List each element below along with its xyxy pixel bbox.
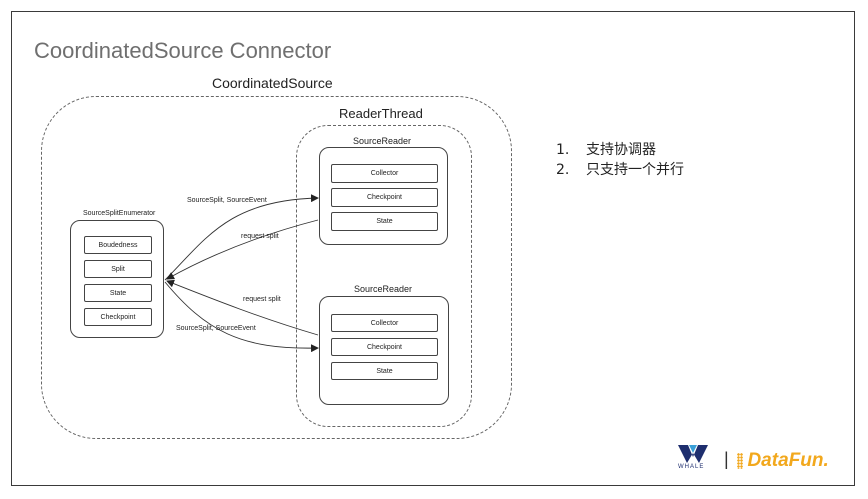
source-reader-1-label: SourceReader (353, 136, 412, 146)
checkpoint-box: Checkpoint (84, 308, 152, 326)
coordinated-source-label: CoordinatedSource (212, 75, 333, 91)
edge-label-to-reader-1: SourceSplit, SourceEvent (187, 197, 267, 204)
reader-thread-container (296, 125, 472, 427)
slide-title: CoordinatedSource Connector (34, 38, 332, 63)
edge-label-from-reader-2: request split (243, 296, 281, 303)
datafun-logo-text: DataFun. (747, 450, 829, 471)
whale-logo-text: WHALE (678, 464, 705, 470)
whale-logo: WHALE (676, 445, 710, 475)
datafun-logo: DataFun. (737, 450, 829, 474)
reader-2-collector-box: Collector (331, 314, 438, 332)
note-number: 2. (556, 162, 570, 178)
note-item: 2. 只支持一个并行 (556, 160, 684, 180)
reader-2-state-box: State (331, 362, 438, 380)
reader-thread-label: ReaderThread (339, 106, 423, 121)
reader-2-checkpoint-box: Checkpoint (331, 338, 438, 356)
logo-separator: | (724, 449, 729, 469)
boudedness-box: Boudedness (84, 236, 152, 254)
arrow-from-reader-2 (166, 279, 319, 336)
arrow-to-reader-2 (164, 281, 319, 353)
arrow-from-reader-1 (166, 219, 319, 280)
reader-1-state-box: State (331, 212, 438, 231)
split-box: Split (84, 260, 152, 278)
whale-logo-mark-icon (678, 445, 708, 463)
note-text: 支持协调器 (586, 142, 656, 158)
edge-label-to-reader-2: SourceSplit, SourceEvent (176, 325, 256, 332)
arrow-to-reader-1 (164, 194, 319, 281)
edge-label-from-reader-1: request split (241, 233, 279, 240)
state-box: State (84, 284, 152, 302)
source-reader-2-label: SourceReader (354, 284, 413, 294)
reader-1-checkpoint-box: Checkpoint (331, 188, 438, 207)
datafun-dots-icon (737, 453, 743, 469)
note-item: 1. 支持协调器 (556, 140, 684, 160)
coordinated-source-container (41, 96, 512, 439)
enumerator-label: SourceSplitEnumerator (83, 210, 156, 217)
notes-list: 1. 支持协调器 2. 只支持一个并行 (556, 140, 684, 180)
reader-1-collector-box: Collector (331, 164, 438, 183)
note-number: 1. (556, 142, 570, 158)
note-text: 只支持一个并行 (586, 162, 684, 178)
